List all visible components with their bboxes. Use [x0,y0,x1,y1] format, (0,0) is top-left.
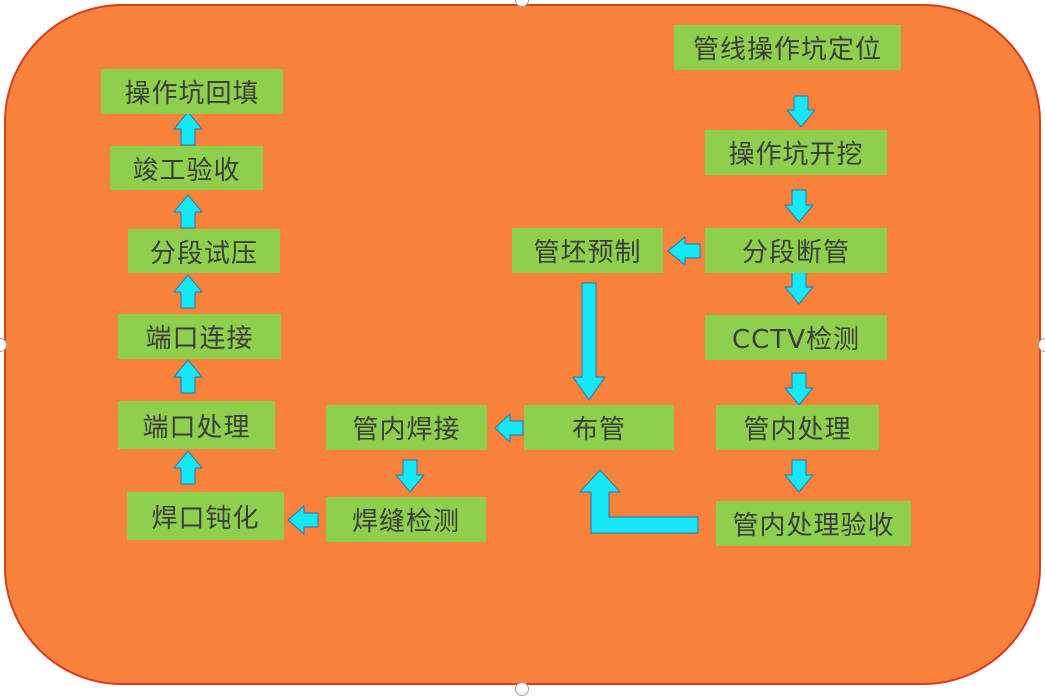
node-pit-backfill: 操作坑回填 [101,69,283,114]
arrow-excavation-to-cutting [784,189,814,223]
arrow-cutting-to-cctv [784,271,814,305]
node-pipe-laying: 布管 [524,405,674,450]
node-weld-inspection: 焊缝检测 [326,497,486,542]
node-cctv-inspection: CCTV检测 [705,315,887,360]
node-inner-welding: 管内焊接 [326,405,487,450]
arrow-connection-to-pressure-test [173,274,203,309]
arrow-completion-to-backfill [173,111,203,146]
node-weld-passivation: 焊口钝化 [127,492,284,540]
node-pipe-blank-prefab: 管坯预制 [512,228,663,273]
arrow-port-treatment-to-connection [173,359,203,394]
arrow-weld-inspection-to-passivation [287,505,319,535]
node-segment-cutting: 分段断管 [705,228,887,273]
arrow-inner-welding-to-weld-inspection [395,459,425,493]
node-inner-treatment-acceptance: 管内处理验收 [716,501,911,546]
node-completion-acceptance: 竣工验收 [110,146,263,190]
node-port-treatment: 端口处理 [118,401,275,449]
arrow-pressure-test-to-completion [173,194,203,229]
arrow-cutting-to-blank-prefab [667,236,701,266]
arrow-inner-treatment-to-acceptance [784,459,814,493]
arrow-passivation-to-port-treatment [173,450,203,485]
resize-handle-right[interactable] [1038,338,1045,352]
node-segment-pressure-test: 分段试压 [128,229,280,273]
arrow-blank-prefab-to-laying [572,282,606,401]
node-pit-excavation: 操作坑开挖 [705,130,887,175]
arrow-laying-to-inner-welding [494,413,524,443]
arrow-pit-location-to-excavation [786,95,816,128]
arrow-acceptance-to-laying [579,469,699,534]
node-port-connection: 端口连接 [118,314,281,359]
node-pipe-inner-treatment: 管内处理 [716,405,879,450]
node-pipeline-pit-location: 管线操作坑定位 [674,25,901,70]
arrow-cctv-to-inner-treatment [784,372,814,406]
